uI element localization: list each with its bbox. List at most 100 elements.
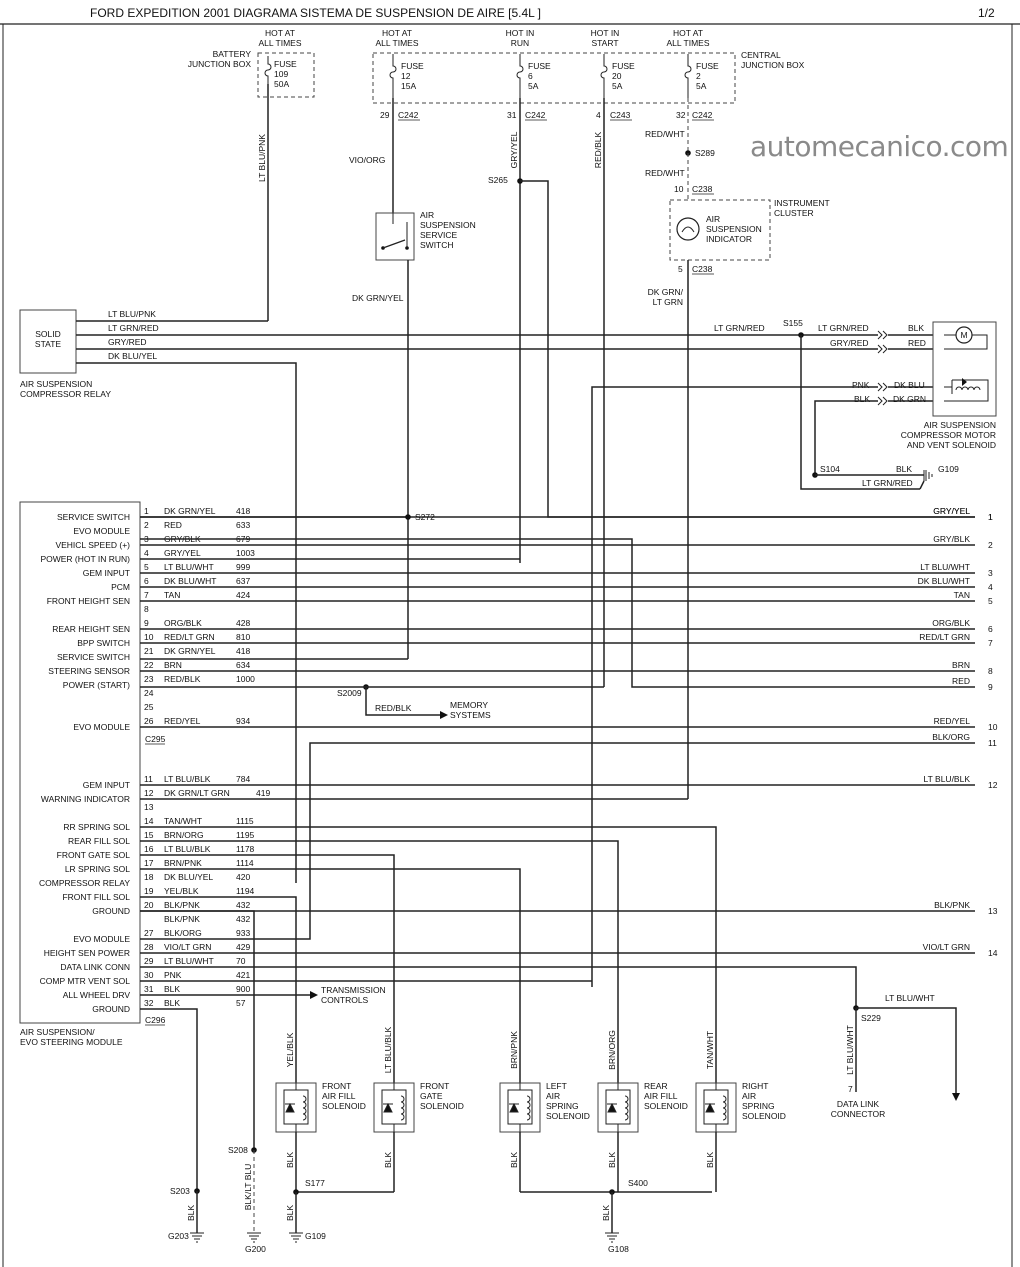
module-pin-circuit: 637 bbox=[236, 576, 250, 586]
module-pin-label: DATA LINK CONN bbox=[60, 962, 130, 972]
fuse6-conn: C242 bbox=[525, 110, 546, 120]
connector-c296: C296 bbox=[145, 1015, 166, 1025]
module-pin-number: 19 bbox=[144, 886, 154, 896]
cluster-conn-bot: C238 bbox=[692, 264, 713, 274]
module-pin-label: VEHICL SPEED (+) bbox=[55, 540, 130, 550]
module-pin-number: 22 bbox=[144, 660, 154, 670]
module-pin-circuit: 900 bbox=[236, 984, 250, 994]
relay-wire-2: LT GRN/RED bbox=[108, 323, 159, 333]
right-output-number: 2 bbox=[988, 540, 993, 550]
module-pin-label: EVO MODULE bbox=[73, 934, 130, 944]
splice-g109-bottom: G109 bbox=[305, 1231, 326, 1241]
wire-blk-lt-blu: BLK/LT BLU bbox=[243, 1164, 253, 1210]
module-pin-number: 17 bbox=[144, 858, 154, 868]
wire-lt-blu-wht-s229: LT BLU/WHT bbox=[885, 993, 935, 1003]
wire-lt-grn-red-ground: LT GRN/RED bbox=[862, 478, 913, 488]
module-pin-circuit: 418 bbox=[236, 506, 250, 516]
wire-red-wht-1: RED/WHT bbox=[645, 129, 685, 139]
module-pin-label: FRONT HEIGHT SEN bbox=[47, 596, 130, 606]
right-output-number: 9 bbox=[988, 682, 993, 692]
module-pin-wire: RED/YEL bbox=[164, 716, 201, 726]
module-pin-wire: DK BLU/YEL bbox=[164, 872, 213, 882]
wire-blk-s177: BLK bbox=[285, 1205, 295, 1221]
right-output-number: 8 bbox=[988, 666, 993, 676]
module-pin-label: GROUND bbox=[92, 906, 130, 916]
module-pin-wire: LT BLU/WHT bbox=[164, 956, 214, 966]
fuse6-pin: 31 bbox=[507, 110, 517, 120]
module-pin-wire: TAN bbox=[164, 590, 180, 600]
right-output-wire: LT BLU/BLK bbox=[924, 774, 971, 784]
module-pin-wire: BRN bbox=[164, 660, 182, 670]
solenoid-ground-wire: BLK bbox=[383, 1152, 393, 1168]
air-suspension-evo-module bbox=[19, 501, 141, 1024]
right-output-number: 7 bbox=[988, 638, 993, 648]
right-output-wire: BLK/PNK bbox=[934, 900, 970, 910]
module-pin-number: 16 bbox=[144, 844, 154, 854]
fuse2-conn: C242 bbox=[692, 110, 713, 120]
wire-lt-grn-red-left: LT GRN/RED bbox=[714, 323, 765, 333]
relay-wire-1: LT BLU/PNK bbox=[108, 309, 156, 319]
diagram-title: FORD EXPEDITION 2001 DIAGRAMA SISTEMA DE… bbox=[90, 6, 541, 20]
splice-s400: S400 bbox=[628, 1178, 648, 1188]
module-pin-wire: PNK bbox=[164, 970, 182, 980]
module-pin-wire: VIO/LT GRN bbox=[164, 942, 211, 952]
wire-dk-grn-yel: DK GRN/YEL bbox=[352, 293, 404, 303]
wire-dk-grn-lt-grn: DK GRN/LT GRN bbox=[648, 287, 684, 307]
solenoid-wire-label: BRN/PNK bbox=[509, 1031, 519, 1069]
right-output-number: 14 bbox=[988, 948, 998, 958]
module-pin-wire: BLK bbox=[164, 998, 180, 1008]
splice-s104: S104 bbox=[820, 464, 840, 474]
wire-vio-org: VIO/ORG bbox=[349, 155, 385, 165]
module-pin-number: 14 bbox=[144, 816, 154, 826]
module-pin-number: 20 bbox=[144, 900, 154, 910]
module-pin-label: POWER (START) bbox=[63, 680, 130, 690]
fuse2-pin: 32 bbox=[676, 110, 686, 120]
wire-blk-motor: BLK bbox=[908, 323, 924, 333]
module-pin-label: GROUND bbox=[92, 1004, 130, 1014]
module-pin-number: 15 bbox=[144, 830, 154, 840]
module-pin-circuit: 419 bbox=[256, 788, 270, 798]
module-pin-number: 13 bbox=[144, 802, 154, 812]
module-pin-number: 10 bbox=[144, 632, 154, 642]
right-output-number: 13 bbox=[988, 906, 998, 916]
right-output-number: 6 bbox=[988, 624, 993, 634]
module-pin-label: ALL WHEEL DRV bbox=[63, 990, 131, 1000]
fuse2-symbol bbox=[684, 54, 692, 98]
module-pin-wire: GRY/YEL bbox=[164, 548, 201, 558]
right-output-wire: RED/LT GRN bbox=[919, 632, 970, 642]
splice-s272: S272 bbox=[415, 512, 435, 522]
fuse12-pin: 29 bbox=[380, 110, 390, 120]
module-pin-number: 9 bbox=[144, 618, 149, 628]
module-pin-circuit: 70 bbox=[236, 956, 246, 966]
splice-s2009: S2009 bbox=[337, 688, 362, 698]
module-pin-label: GEM INPUT bbox=[83, 568, 130, 578]
module-pin-circuit: 934 bbox=[236, 716, 250, 726]
module-pin-wire: BLK bbox=[164, 984, 180, 994]
module-pin-circuit: 424 bbox=[236, 590, 250, 600]
motor-symbol: M bbox=[960, 330, 967, 340]
module-pin-wire: DK GRN/LT GRN bbox=[164, 788, 230, 798]
splice-s208: S208 bbox=[228, 1145, 248, 1155]
module-pin-circuit: 933 bbox=[236, 928, 250, 938]
right-output-wire: DK BLU/WHT bbox=[918, 576, 970, 586]
module-pin-circuit: 428 bbox=[236, 618, 250, 628]
splice-s289: S289 bbox=[695, 148, 715, 158]
module-pin-label: GEM INPUT bbox=[83, 780, 130, 790]
module-pin-wire: DK BLU/WHT bbox=[164, 576, 216, 586]
splice-g109-top: G109 bbox=[938, 464, 959, 474]
module-pin-wire: RED/BLK bbox=[164, 674, 201, 684]
